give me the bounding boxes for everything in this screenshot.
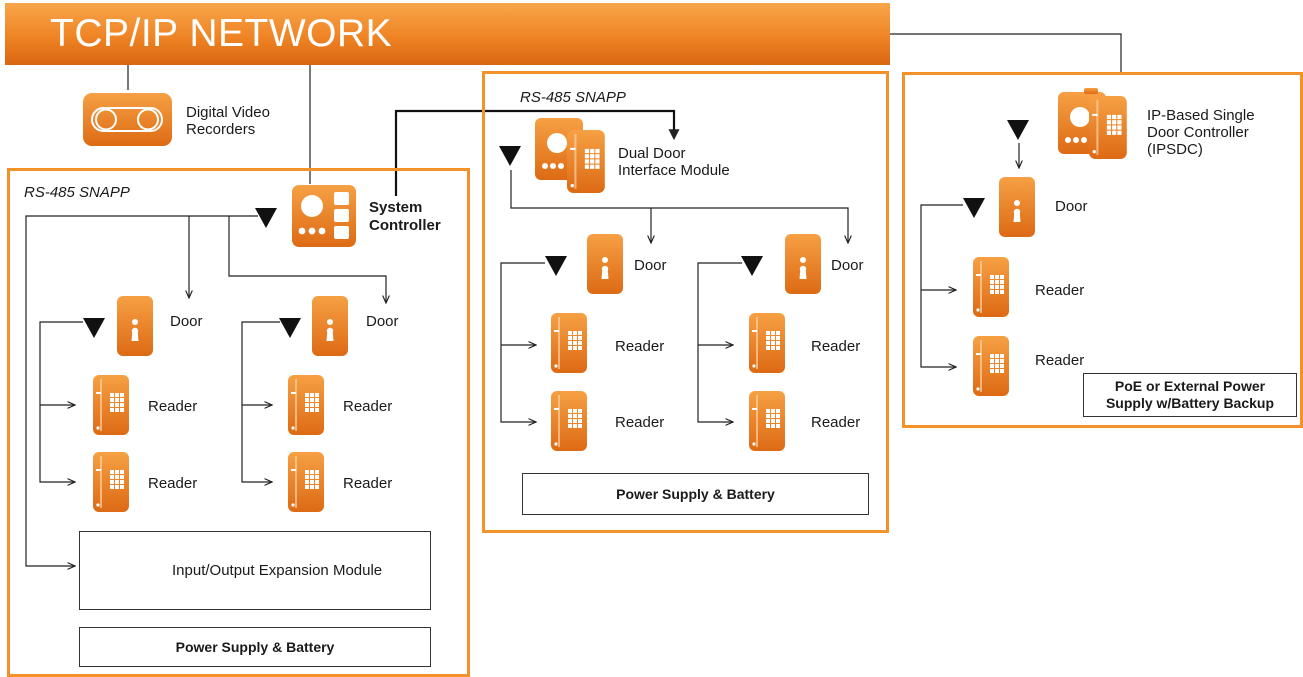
middle-panel-frame <box>482 71 889 533</box>
reader-label: Reader <box>615 338 665 355</box>
io-module-label: Input/Output Expansion Module <box>172 562 383 579</box>
ipsdc-icon <box>1058 88 1127 159</box>
middle-power-box: Power Supply & Battery <box>522 473 869 515</box>
left-panel-frame <box>7 168 470 677</box>
reader-label: Reader <box>1035 352 1085 369</box>
door-label: Door <box>634 257 667 274</box>
door-label: Door <box>366 313 399 330</box>
ipsdc-label: IP-Based Single Door Controller (IPSDC) <box>1147 107 1255 158</box>
power-label: Power Supply & Battery <box>616 486 775 502</box>
door-label: Door <box>831 257 864 274</box>
left-power-box: Power Supply & Battery <box>79 627 431 667</box>
reader-label: Reader <box>811 338 861 355</box>
door-label: Door <box>1055 198 1088 215</box>
dvr-label: Digital Video Recorders <box>186 104 270 138</box>
dvr-icon <box>83 93 172 146</box>
system-controller-label: System Controller <box>369 199 441 234</box>
dual-door-module-label: Dual Door Interface Module <box>618 145 730 179</box>
right-panel-frame <box>902 72 1303 428</box>
reader-label: Reader <box>148 398 198 415</box>
power-label: PoE or External Power Supply w/Battery B… <box>1105 378 1275 411</box>
network-bar <box>5 3 890 65</box>
reader-label: Reader <box>615 414 665 431</box>
reader-label: Reader <box>148 475 198 492</box>
middle-protocol-label: RS-485 SNAPP <box>520 89 626 106</box>
power-label: Power Supply & Battery <box>175 639 335 655</box>
reader-label: Reader <box>1035 282 1085 299</box>
reader-label: Reader <box>811 414 861 431</box>
left-protocol-label: RS-485 SNAPP <box>24 184 130 201</box>
door-label: Door <box>170 313 203 330</box>
reader-label: Reader <box>343 475 393 492</box>
reader-label: Reader <box>343 398 393 415</box>
right-power-box: PoE or External Power Supply w/Battery B… <box>1083 373 1297 417</box>
network-title: TCP/IP NETWORK <box>50 12 393 55</box>
io-expansion-module-box: Input/Output Expansion Module <box>79 531 431 610</box>
